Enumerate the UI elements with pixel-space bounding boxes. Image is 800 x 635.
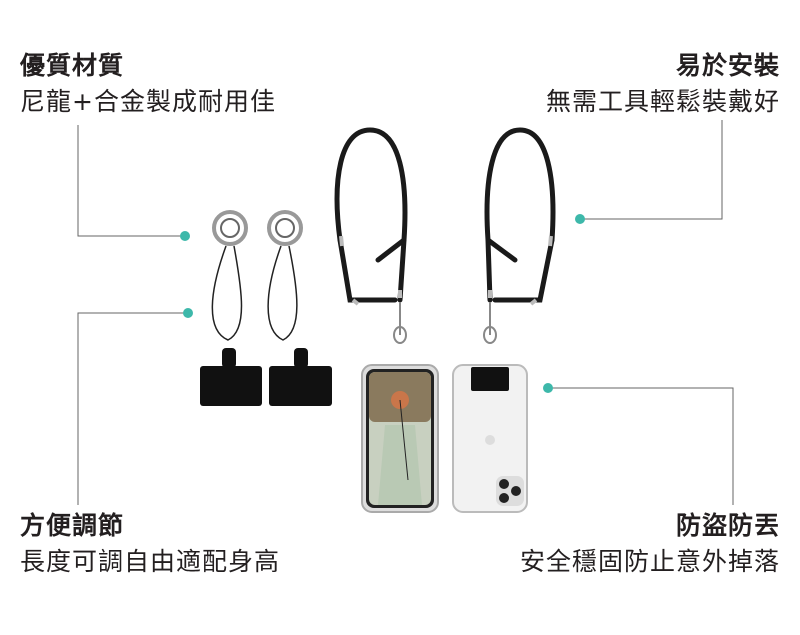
patch-right — [269, 348, 332, 406]
feature-material-title: 優質材質 — [20, 51, 125, 80]
feature-install-desc: 無需工具輕鬆裝戴好 — [545, 87, 780, 116]
wrist-strap-left — [211, 210, 248, 341]
feature-antitheft-title: 防盜防丟 — [675, 511, 780, 540]
marker-dot-install — [575, 214, 585, 224]
lanyard-right — [484, 127, 556, 303]
leader-line-antitheft — [548, 387, 734, 505]
lanyard-left — [334, 127, 408, 303]
feature-adjust-desc: 長度可調自由適配身高 — [20, 547, 281, 576]
marker-dot-adjust — [183, 308, 193, 318]
leader-line-material — [77, 125, 185, 237]
phone-front — [361, 364, 439, 513]
patch-left — [200, 348, 262, 406]
feature-adjust-title: 方便調節 — [20, 511, 125, 540]
marker-dot-material — [180, 231, 190, 241]
leader-line-install — [580, 120, 723, 220]
wrist-strap-right — [267, 210, 303, 341]
leader-line-adjust — [77, 312, 188, 505]
feature-install-title: 易於安裝 — [675, 51, 780, 80]
feature-antitheft-desc: 安全穩固防止意外掉落 — [519, 547, 780, 576]
phone-back — [452, 364, 528, 513]
feature-material-desc: 尼龍+合金製成耐用佳 — [20, 87, 276, 116]
marker-dot-antitheft — [543, 383, 553, 393]
